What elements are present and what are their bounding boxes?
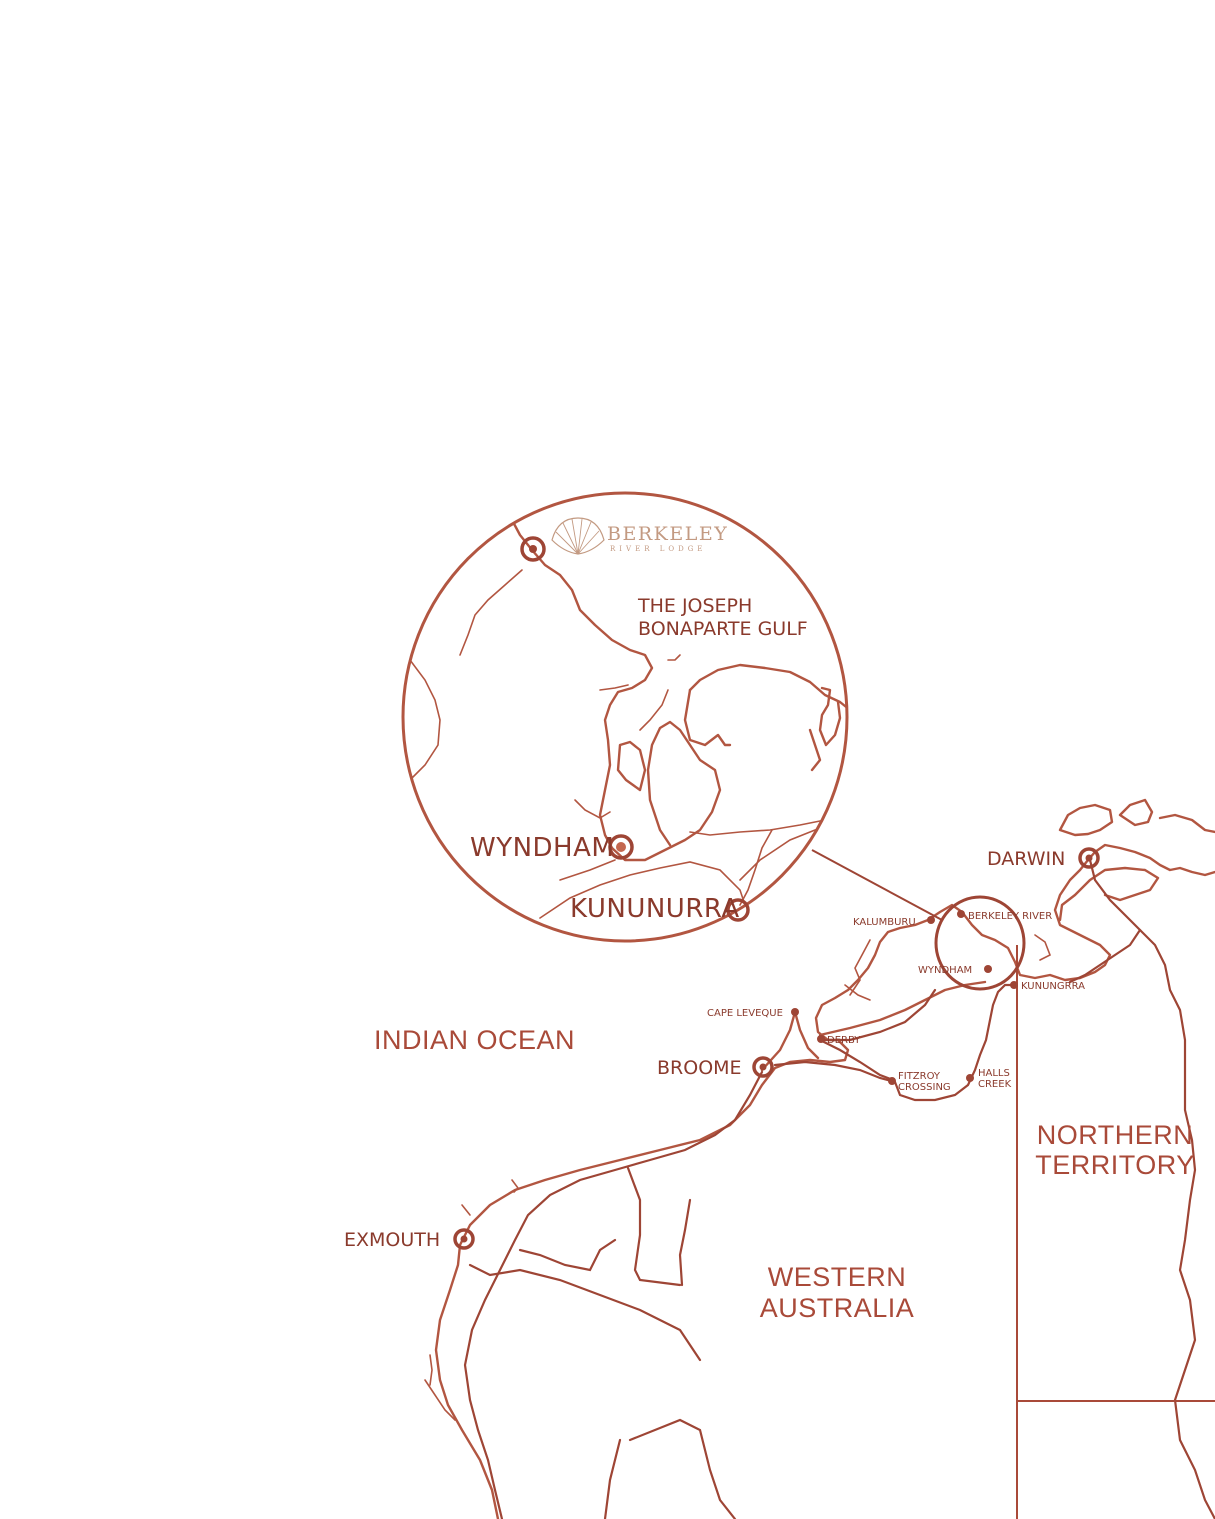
darwin-label: DARWIN — [987, 848, 1065, 870]
northern-territory-line1: NORTHERN — [1037, 1120, 1194, 1150]
exmouth-marker — [453, 1228, 475, 1250]
logo-subtitle: RIVER LODGE — [610, 545, 706, 553]
inset-kununurra-label: KUNUNURRA — [570, 894, 740, 924]
logo-name: BERKELEY — [607, 523, 728, 545]
gulf-label-line2: BONAPARTE GULF — [638, 618, 808, 640]
inset-kununurra-marker — [726, 898, 750, 922]
berkeley-logo: BERKELEY RIVER LODGE — [551, 517, 728, 555]
western-australia-line1: WESTERN — [768, 1262, 907, 1292]
inset-circle — [401, 491, 849, 943]
kalumburu-dot — [927, 916, 935, 924]
wyndham-dot — [984, 965, 992, 973]
fitzroy-label-line1: FITZROY — [898, 1071, 941, 1082]
halls-creek-label-line2: CREEK — [978, 1079, 1012, 1090]
inset-berkeley-marker — [520, 536, 546, 562]
northern-territory-line2: TERRITORY — [1035, 1150, 1195, 1180]
inset-wyndham-marker — [608, 834, 634, 860]
fitzroy-crossing-dot — [888, 1077, 896, 1085]
zoom-circle — [934, 895, 1026, 991]
shell-fan-icon — [551, 517, 605, 555]
fitzroy-label-line2: CROSSING — [898, 1082, 951, 1093]
derby-dot — [817, 1035, 825, 1043]
inset-connector — [811, 849, 943, 921]
cape-leveque-dot — [791, 1008, 799, 1016]
kununurra-dot — [1010, 981, 1018, 989]
gulf-label-line1: THE JOSEPH — [637, 595, 752, 617]
indian-ocean-label: INDIAN OCEAN — [374, 1025, 575, 1055]
rivers — [424, 934, 1052, 1421]
kalumburu-label: KALUMBURU — [853, 917, 916, 928]
western-australia-line2: AUSTRALIA — [760, 1293, 915, 1323]
inset-map — [401, 491, 849, 943]
markers — [453, 536, 1100, 1250]
state-borders — [1016, 945, 1215, 1519]
broome-label: BROOME — [657, 1057, 742, 1079]
kununurra-label: KUNUNGRRA — [1021, 981, 1085, 992]
cape-leveque-label: CAPE LEVEQUE — [707, 1008, 783, 1019]
derby-label: DERBY — [827, 1035, 861, 1046]
berkeley-river-label: BERKELEY RIVER — [968, 911, 1052, 922]
halls-creek-label-line1: HALLS — [978, 1068, 1010, 1079]
roads — [463, 858, 1215, 1519]
exmouth-label: EXMOUTH — [344, 1229, 440, 1251]
berkeley-river-dot — [957, 910, 965, 918]
halls-creek-dot — [966, 1074, 974, 1082]
wyndham-label: WYNDHAM — [918, 965, 972, 976]
broome-marker — [752, 1056, 774, 1078]
darwin-marker — [1078, 847, 1100, 869]
inset-wyndham-label: WYNDHAM — [470, 833, 614, 863]
mainland-coastline — [434, 798, 1215, 1519]
